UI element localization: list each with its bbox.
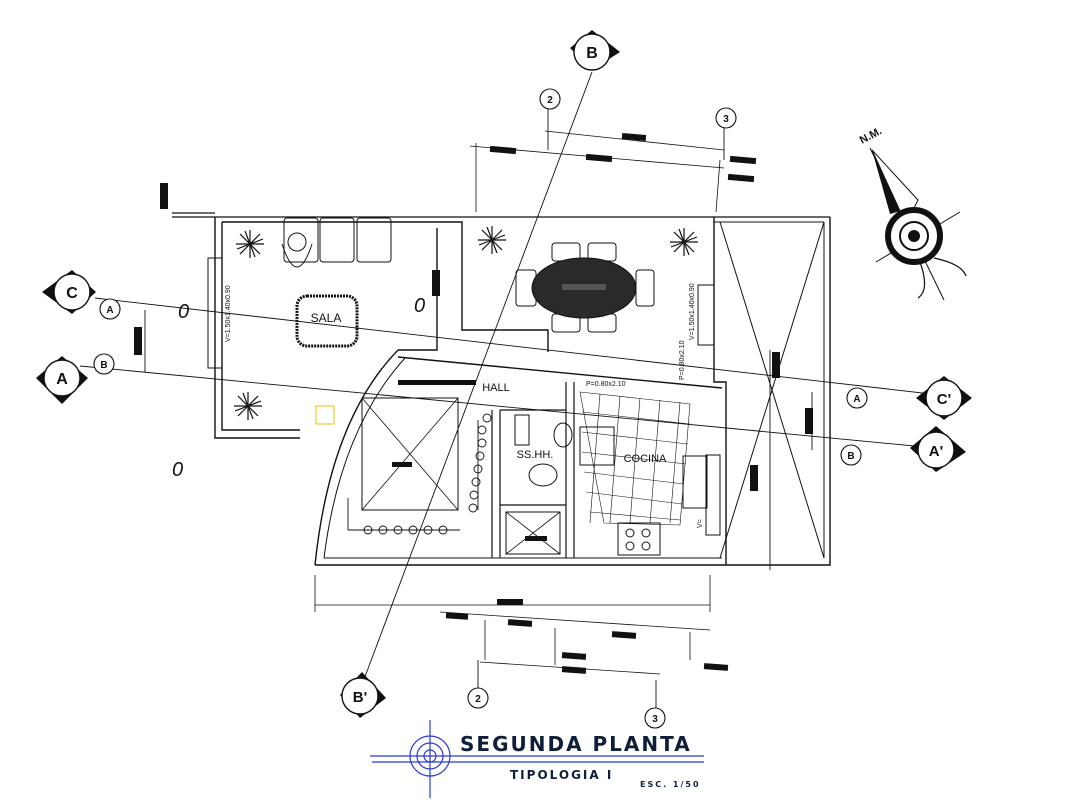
drawing-subtitle: TIPOLOGIA I: [510, 768, 613, 782]
section-marker-b-top[interactable]: B: [570, 30, 620, 71]
stairs: [347, 413, 492, 535]
section-c-prime-label: C': [937, 391, 951, 408]
axis-3-bottom: 3: [652, 714, 658, 725]
level-mark-2: 0: [414, 295, 425, 317]
room-label-sala: SALA: [311, 311, 342, 325]
title-target-icon: [370, 720, 704, 798]
section-b-prime-label: B': [353, 689, 367, 706]
section-a-label: A: [56, 371, 68, 388]
axis-b-right: B: [847, 451, 854, 462]
room-label-cocina: COCINA: [624, 453, 667, 465]
section-marker-a-left[interactable]: A: [36, 356, 88, 404]
section-marker-a-right[interactable]: A': [910, 426, 966, 472]
drawing-scale: ESC. 1/50: [640, 780, 701, 789]
axis-2-top: 2: [547, 95, 553, 106]
section-lines: [79, 71, 941, 720]
top-dimension-lines: [160, 130, 757, 213]
section-marker-c-right[interactable]: C': [916, 376, 972, 420]
bottom-dimension-lines: [134, 270, 813, 675]
window-label-right: V=1.50x1.40x0.90: [689, 283, 696, 340]
section-marker-b-bottom[interactable]: B': [340, 672, 386, 718]
dining-table-label-bar: [562, 284, 606, 290]
kitchen-window-label: V=: [697, 519, 704, 528]
section-marker-c-left[interactable]: C: [42, 270, 96, 314]
north-arrow-icon: [869, 147, 967, 301]
level-mark-3: 0: [172, 459, 183, 481]
axis-a-left: A: [106, 305, 113, 316]
kitchen-door-label: P=0.80x2.10: [586, 381, 626, 388]
section-a-prime-label: A': [929, 443, 943, 460]
axis-3-top: 3: [723, 114, 729, 125]
section-c-label: C: [66, 285, 78, 302]
axis-b-left: B: [100, 360, 107, 371]
exterior-walls: [172, 212, 831, 566]
axis-a-right: A: [853, 394, 860, 405]
window-label-left: V=1.50x1.40x0.90: [225, 285, 232, 342]
room-label-sshh: SS.HH.: [517, 449, 554, 461]
axis-2-bottom: 2: [475, 694, 481, 705]
section-b-label: B: [586, 45, 598, 62]
kitchen-tiles: [579, 391, 691, 526]
drawing-title: SEGUNDA PLANTA: [460, 732, 692, 756]
level-mark-1: 0: [178, 301, 189, 323]
north-label: N.M.: [858, 125, 884, 147]
door-label: P=0.80x2.10: [679, 340, 686, 380]
plant-icons: [234, 226, 698, 420]
room-label-hall: HALL: [482, 382, 510, 394]
axis-bubbles: [93, 88, 868, 729]
